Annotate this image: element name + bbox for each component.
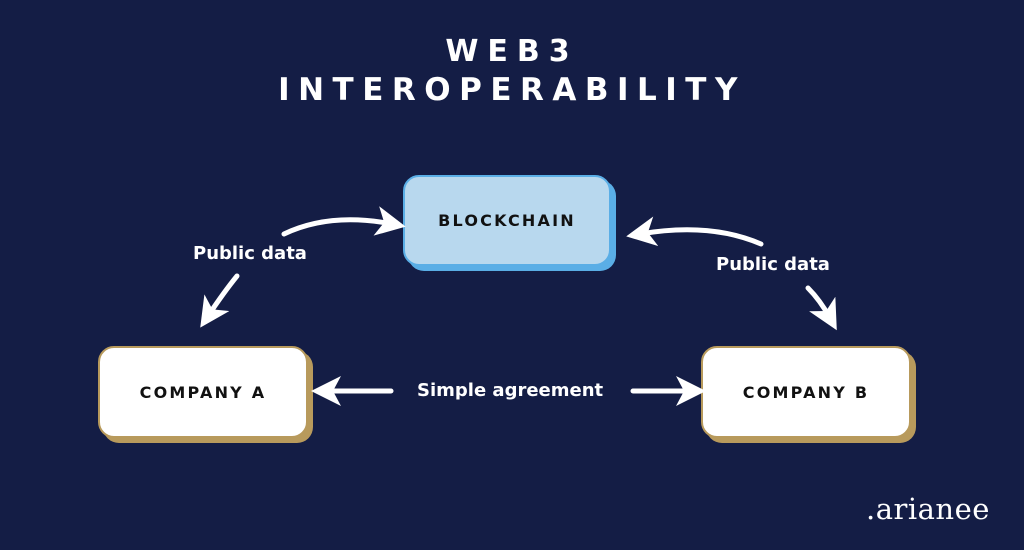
company-b-node: COMPANY B [701, 346, 916, 443]
title-line-2: INTEROPERABILITY [278, 72, 746, 108]
company-a-node-label: COMPANY A [98, 346, 308, 438]
company-a-node: COMPANY A [98, 346, 313, 443]
company-b-node-label: COMPANY B [701, 346, 911, 438]
arrow-blockchain-to-company-a [200, 273, 240, 328]
public-data-label-right: Public data [716, 254, 830, 275]
arianee-logo: .arianee [866, 492, 990, 526]
blockchain-node-label: BLOCKCHAIN [403, 175, 611, 266]
arrow-company-a-to-blockchain [281, 206, 406, 237]
blockchain-node: BLOCKCHAIN [403, 175, 616, 271]
title-line-1: WEB3 [445, 34, 579, 69]
public-data-label-left: Public data [193, 243, 307, 264]
arrow-company-b-to-blockchain [626, 216, 764, 247]
arrow-blockchain-to-company-b [805, 285, 837, 331]
simple-agreement-label: Simple agreement [417, 380, 604, 401]
